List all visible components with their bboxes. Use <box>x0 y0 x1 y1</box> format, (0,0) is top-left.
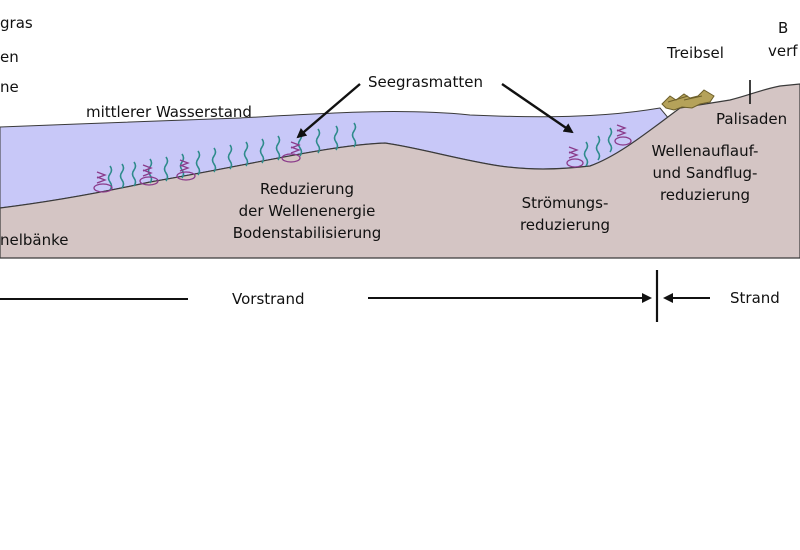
label-wave-energy-line2: der Wellenenergie <box>238 202 376 220</box>
mussels-left <box>93 141 301 193</box>
label-wave-energy: Reduzierung der Wellenenergie Bodenstabi… <box>212 178 402 244</box>
label-top-right-2: verf <box>768 42 798 60</box>
arrow-seagrass-left <box>296 83 361 139</box>
label-top-left-3: ne <box>0 78 19 96</box>
label-seagrass-mats: Seegrasmatten <box>368 73 483 91</box>
seagrass-right <box>583 127 613 167</box>
label-palisades: Palisaden <box>716 110 788 128</box>
label-driftwood: Treibsel <box>667 44 724 62</box>
label-wave-runup-line1: Wellenauflauf- <box>651 142 759 160</box>
label-wave-runup: Wellenauflauf- und Sandflug- reduzierung <box>640 140 770 206</box>
driftwood-icon <box>661 89 715 111</box>
label-wave-energy-line3: Bodenstabilisierung <box>232 224 382 242</box>
label-current-line2: reduzierung <box>519 216 611 234</box>
arrow-seagrass-right <box>501 83 574 134</box>
mussels-right <box>566 124 632 168</box>
label-wave-runup-line3: reduzierung <box>659 186 751 204</box>
label-wave-runup-line2: und Sandflug- <box>652 164 758 182</box>
label-top-left-1: gras <box>0 14 33 32</box>
label-beach: Strand <box>730 289 780 307</box>
label-top-right-1: B <box>778 19 789 37</box>
label-current-line1: Strömungs- <box>521 194 609 212</box>
label-mussel-banks: nelbänke <box>0 231 69 249</box>
label-top-left-2: en <box>0 48 19 66</box>
label-wave-energy-line1: Reduzierung <box>260 180 354 198</box>
label-foreshore: Vorstrand <box>232 290 305 308</box>
label-water-level: mittlerer Wasserstand <box>86 103 252 121</box>
label-current-reduction: Strömungs- reduzierung <box>500 192 630 236</box>
